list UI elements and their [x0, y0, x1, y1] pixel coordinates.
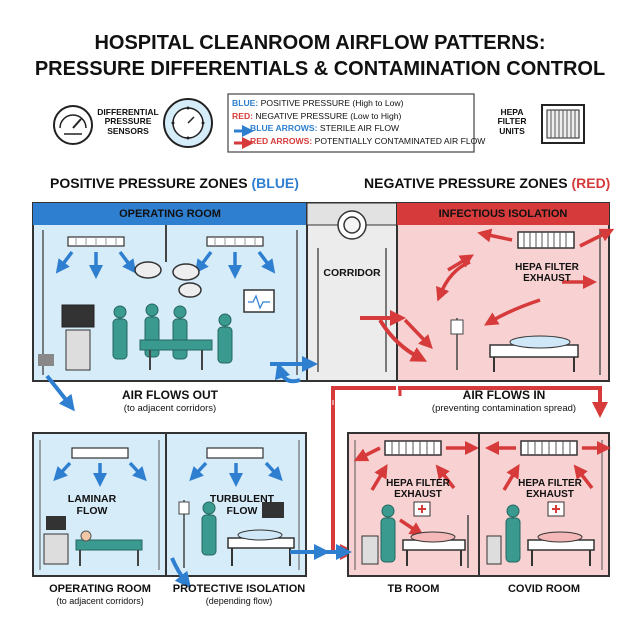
protective-line: PROTECTIVE ISOLATION	[172, 583, 306, 595]
laminar-line-2: FLOW	[76, 504, 108, 517]
hepa-units-line-3: UNITS	[499, 125, 525, 136]
air-out-sub: (to adjacent corridors)	[123, 403, 217, 415]
air-in-sub: (preventing contamination spread)	[431, 403, 577, 415]
air-flows-in-label: AIR FLOWS IN (preventing contamination s…	[404, 388, 604, 415]
page-title: HOSPITAL CLEANROOM AIRFLOW PATTERNS: PRE…	[20, 32, 620, 80]
covid-room	[478, 432, 611, 577]
tb-hepa-line-1: HEPA FILTER	[386, 478, 450, 489]
negative-zones-prefix: NEGATIVE PRESSURE ZONES	[364, 175, 568, 191]
legend-blue-row: BLUE: POSITIVE PRESSURE (High to Low)	[232, 97, 472, 110]
protective-isolation-room	[165, 432, 307, 577]
infectious-isolation-room	[396, 202, 615, 382]
air-in-line: AIR FLOWS IN	[462, 388, 546, 402]
corridor-title: CORRIDOR	[323, 267, 381, 279]
legend-blue-arrows-row: BLUE ARROWS: STERILE AIR FLOW	[232, 122, 472, 135]
turbulent-line-2: FLOW	[226, 504, 258, 517]
bottom-operating-room-label: OPERATING ROOM (to adjacent corridors)	[36, 583, 164, 607]
covid-hepa-label: HEPA FILTER EXHAUST	[508, 478, 592, 500]
tb-hepa-label: HEPA FILTER EXHAUST	[376, 478, 460, 500]
hepa-units-line-1: HEPA	[500, 107, 524, 117]
laminar-flow-label: LAMINAR FLOW	[60, 493, 124, 517]
sensors-label-line-2: PRESSURE	[104, 116, 152, 127]
legend-box	[227, 93, 475, 153]
isolation-hepa-label: HEPA FILTER EXHAUST	[506, 262, 588, 284]
covid-hepa-line-1: HEPA FILTER	[518, 478, 582, 489]
isolation-hepa-line-1: HEPA FILTER	[515, 262, 579, 273]
hepa-units-label: HEPA FILTER UNITS	[492, 107, 532, 136]
air-flows-out-label: AIR FLOWS OUT (to adjacent corridors)	[80, 388, 260, 415]
tb-hepa-line-2: EXHAUST	[394, 489, 442, 500]
hepa-units-line-2: FILTER	[497, 116, 527, 127]
legend-text: BLUE: POSITIVE PRESSURE (High to Low) RE…	[232, 97, 485, 148]
covid-hepa-line-2: EXHAUST	[526, 489, 574, 500]
laminar-line-1: LAMINAR	[67, 493, 117, 505]
legend-blue-key: BLUE:	[232, 98, 259, 108]
legend-red-arrows-desc: POTENTIALLY CONTAMINATED AIR FLOW	[314, 135, 486, 146]
isolation-hepa-line-2: EXHAUST	[523, 273, 571, 284]
protective-isolation-label: PROTECTIVE ISOLATION (depending flow)	[166, 583, 312, 607]
protective-sub: (depending flow)	[205, 596, 273, 607]
legend-blue-arrows-desc: STERILE AIR FLOW	[319, 123, 400, 134]
legend-blue-desc: POSITIVE PRESSURE (High to Low)	[260, 98, 404, 108]
air-out-line: AIR FLOWS OUT	[122, 388, 218, 402]
legend-red-desc: NEGATIVE PRESSURE (Low to High)	[255, 110, 402, 121]
sensors-label-line-1: DIFFERENTIAL	[97, 107, 159, 117]
legend-red-row: RED: NEGATIVE PRESSURE (Low to High)	[232, 110, 472, 123]
tb-room	[347, 432, 480, 577]
bottom-or-sub: (to adjacent corridors)	[56, 596, 144, 607]
positive-zones-heading: POSITIVE PRESSURE ZONES (BLUE)	[50, 175, 300, 191]
negative-zones-tag: (RED)	[571, 175, 611, 191]
positive-zones-prefix: POSITIVE PRESSURE ZONES	[50, 175, 248, 191]
turbulent-flow-label: TURBULENT FLOW	[206, 493, 278, 517]
legend-red-key: RED:	[232, 110, 254, 121]
covid-room-label: COVID ROOM	[507, 583, 581, 595]
sensors-label-line-3: SENSORS	[107, 125, 149, 136]
operating-room-bottom	[32, 432, 167, 577]
turbulent-line-1: TURBULENT	[209, 493, 275, 505]
sensors-label: DIFFERENTIAL PRESSURE SENSORS	[94, 107, 162, 136]
operating-room-title: OPERATING ROOM	[119, 208, 221, 220]
sensor-gauge-icon	[53, 105, 93, 145]
legend-red-arrows-row: RED ARROWS: POTENTIALLY CONTAMINATED AIR…	[232, 135, 485, 148]
bottom-or-line: OPERATING ROOM	[49, 583, 151, 595]
positive-zones-tag: (BLUE)	[251, 175, 299, 191]
hepa-filter-icon	[541, 104, 585, 144]
sensor-dial-icon	[163, 98, 213, 148]
infectious-isolation-title: INFECTIOUS ISOLATION	[438, 208, 568, 220]
legend-blue-arrows-key: BLUE ARROWS:	[250, 123, 318, 134]
title-line-1: HOSPITAL CLEANROOM AIRFLOW PATTERNS:	[94, 32, 546, 54]
negative-zones-heading: NEGATIVE PRESSURE ZONES (RED)	[364, 175, 628, 191]
tb-room-label: TB ROOM	[387, 583, 440, 595]
corridor-room	[306, 202, 398, 382]
legend-red-arrows-key: RED ARROWS:	[250, 135, 313, 146]
operating-room-top	[32, 202, 308, 382]
title-line-2: PRESSURE DIFFERENTIALS & CONTAMINATION C…	[34, 58, 606, 80]
